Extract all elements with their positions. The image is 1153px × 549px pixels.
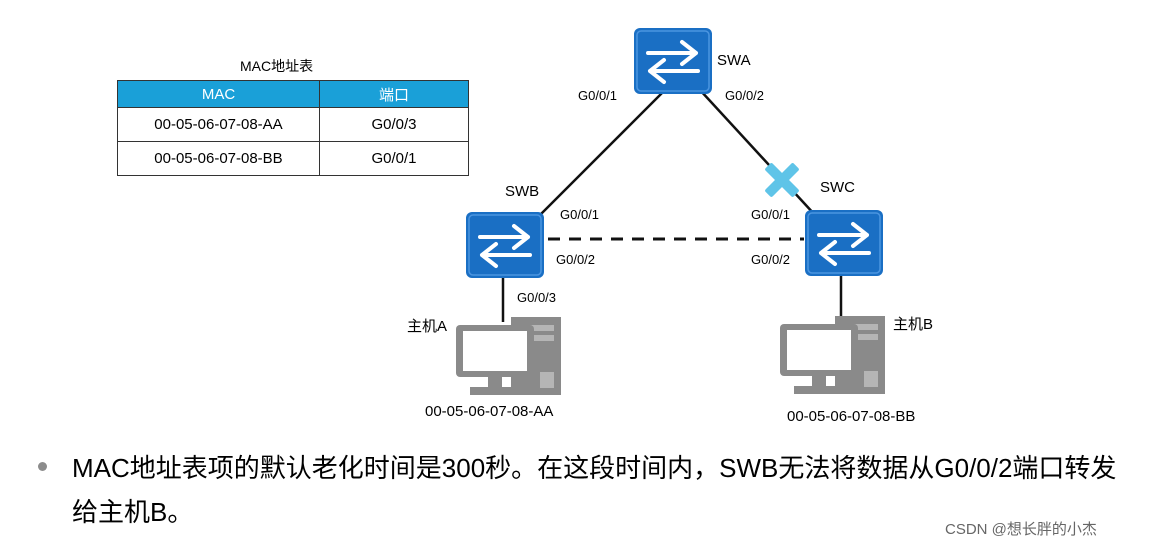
swb-switch-icon [464, 210, 546, 280]
mac-cell: 00-05-06-07-08-AA [117, 107, 320, 142]
port-cell: G0/0/1 [319, 141, 469, 176]
mac-table-header-row: MAC 端口 [117, 80, 469, 108]
swc-port-up-label: G0/0/1 [751, 207, 791, 222]
link-break-icon [765, 163, 799, 197]
swb-name: SWB [505, 183, 540, 200]
swb-port-down-label: G0/0/3 [517, 290, 557, 305]
explanation-text: MAC地址表项的默认老化时间是300秒。在这段时间内，SWB无法将数据从G0/0… [72, 453, 1117, 527]
swa-port-right-label: G0/0/2 [725, 88, 765, 103]
port-cell: G0/0/3 [319, 107, 469, 142]
swa-port-left-label: G0/0/1 [578, 88, 618, 103]
swc-switch-icon [803, 208, 885, 278]
host-a-mac: 00-05-06-07-08-AA [425, 403, 554, 420]
mac-table: MAC 端口 00-05-06-07-08-AA G0/0/3 00-05-06… [117, 80, 469, 176]
host-b-computer-icon [780, 316, 885, 394]
host-b-name: 主机B [893, 316, 934, 333]
link-swa-swb [539, 89, 666, 216]
table-row: 00-05-06-07-08-AA G0/0/3 [117, 107, 469, 142]
port-column-header: 端口 [319, 80, 469, 108]
host-b-mac: 00-05-06-07-08-BB [787, 408, 916, 425]
swa-name: SWA [717, 52, 751, 69]
bullet-icon [38, 462, 47, 471]
swb-port-up-label: G0/0/1 [560, 207, 600, 222]
host-a-computer-icon [456, 317, 561, 395]
mac-cell: 00-05-06-07-08-BB [117, 141, 320, 176]
host-a-name: 主机A [407, 318, 448, 335]
swc-name: SWC [820, 179, 855, 196]
link-swa-swc [699, 89, 816, 216]
mac-table-title: MAC地址表 [240, 58, 314, 74]
swa-switch-icon [632, 26, 714, 96]
swc-port-left-label: G0/0/2 [751, 252, 791, 267]
watermark: CSDN @想长胖的小杰 [945, 521, 1097, 538]
swb-port-right-label: G0/0/2 [556, 252, 596, 267]
table-row: 00-05-06-07-08-BB G0/0/1 [117, 141, 469, 176]
